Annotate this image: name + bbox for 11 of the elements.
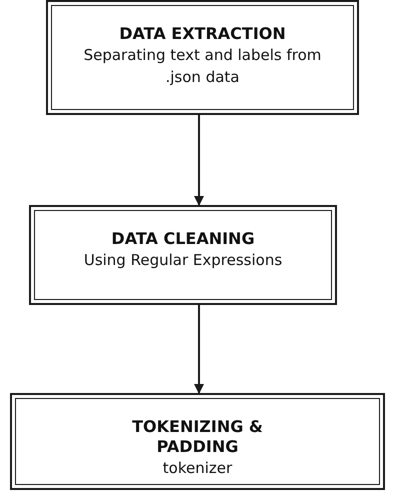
arrow: [194, 115, 204, 206]
step-title: DATA CLEANING: [111, 229, 255, 249]
step-description: tokenizer: [162, 458, 232, 479]
step-description: Separating text and labels from .json data: [82, 45, 322, 88]
process-box: [10, 393, 385, 490]
step-description: Using Regular Expressions: [84, 250, 282, 271]
step-title: DATA EXTRACTION: [119, 24, 286, 44]
process-box: [46, 0, 359, 115]
arrow: [194, 305, 204, 394]
step-title: TOKENIZING & PADDING: [131, 417, 264, 457]
process-box: [29, 205, 337, 305]
